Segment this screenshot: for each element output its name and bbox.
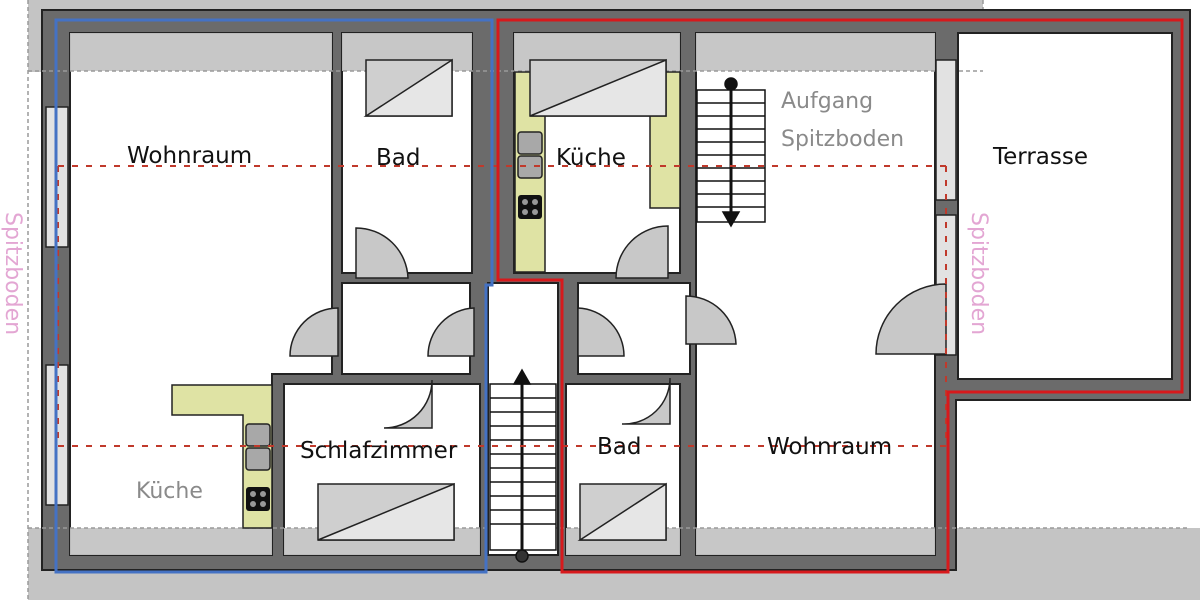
- window-right-upper: [935, 59, 957, 201]
- label-bad-top: Bad: [376, 145, 420, 171]
- label-kueche-left: Küche: [136, 479, 203, 504]
- label-schlafzimmer: Schlafzimmer: [300, 438, 458, 464]
- label-aufgang-spitzboden: Spitzboden: [781, 127, 904, 152]
- label-aufgang: Aufgang: [781, 89, 873, 114]
- apartment-boundary-blue: [54, 18, 494, 574]
- label-wohnraum-right: Wohnraum: [767, 434, 892, 460]
- label-terrasse: Terrasse: [992, 144, 1088, 170]
- label-spitzboden-left: Spitzboden: [0, 212, 25, 335]
- dormer-lines: [57, 165, 947, 447]
- stove-icon: [246, 195, 542, 511]
- stairs-upper: [696, 77, 766, 228]
- stairs-lower: [489, 368, 557, 563]
- label-spitzboden-right: Spitzboden: [966, 212, 991, 335]
- door-icon: [289, 225, 947, 429]
- label-kueche-top: Küche: [556, 145, 626, 171]
- sink-icon: [245, 131, 543, 471]
- bathtub-icon: [317, 58, 667, 541]
- label-bad-bottom: Bad: [597, 434, 641, 460]
- label-wohnraum-left: Wohnraum: [127, 143, 252, 169]
- apartment-boundary-red: [496, 18, 1184, 574]
